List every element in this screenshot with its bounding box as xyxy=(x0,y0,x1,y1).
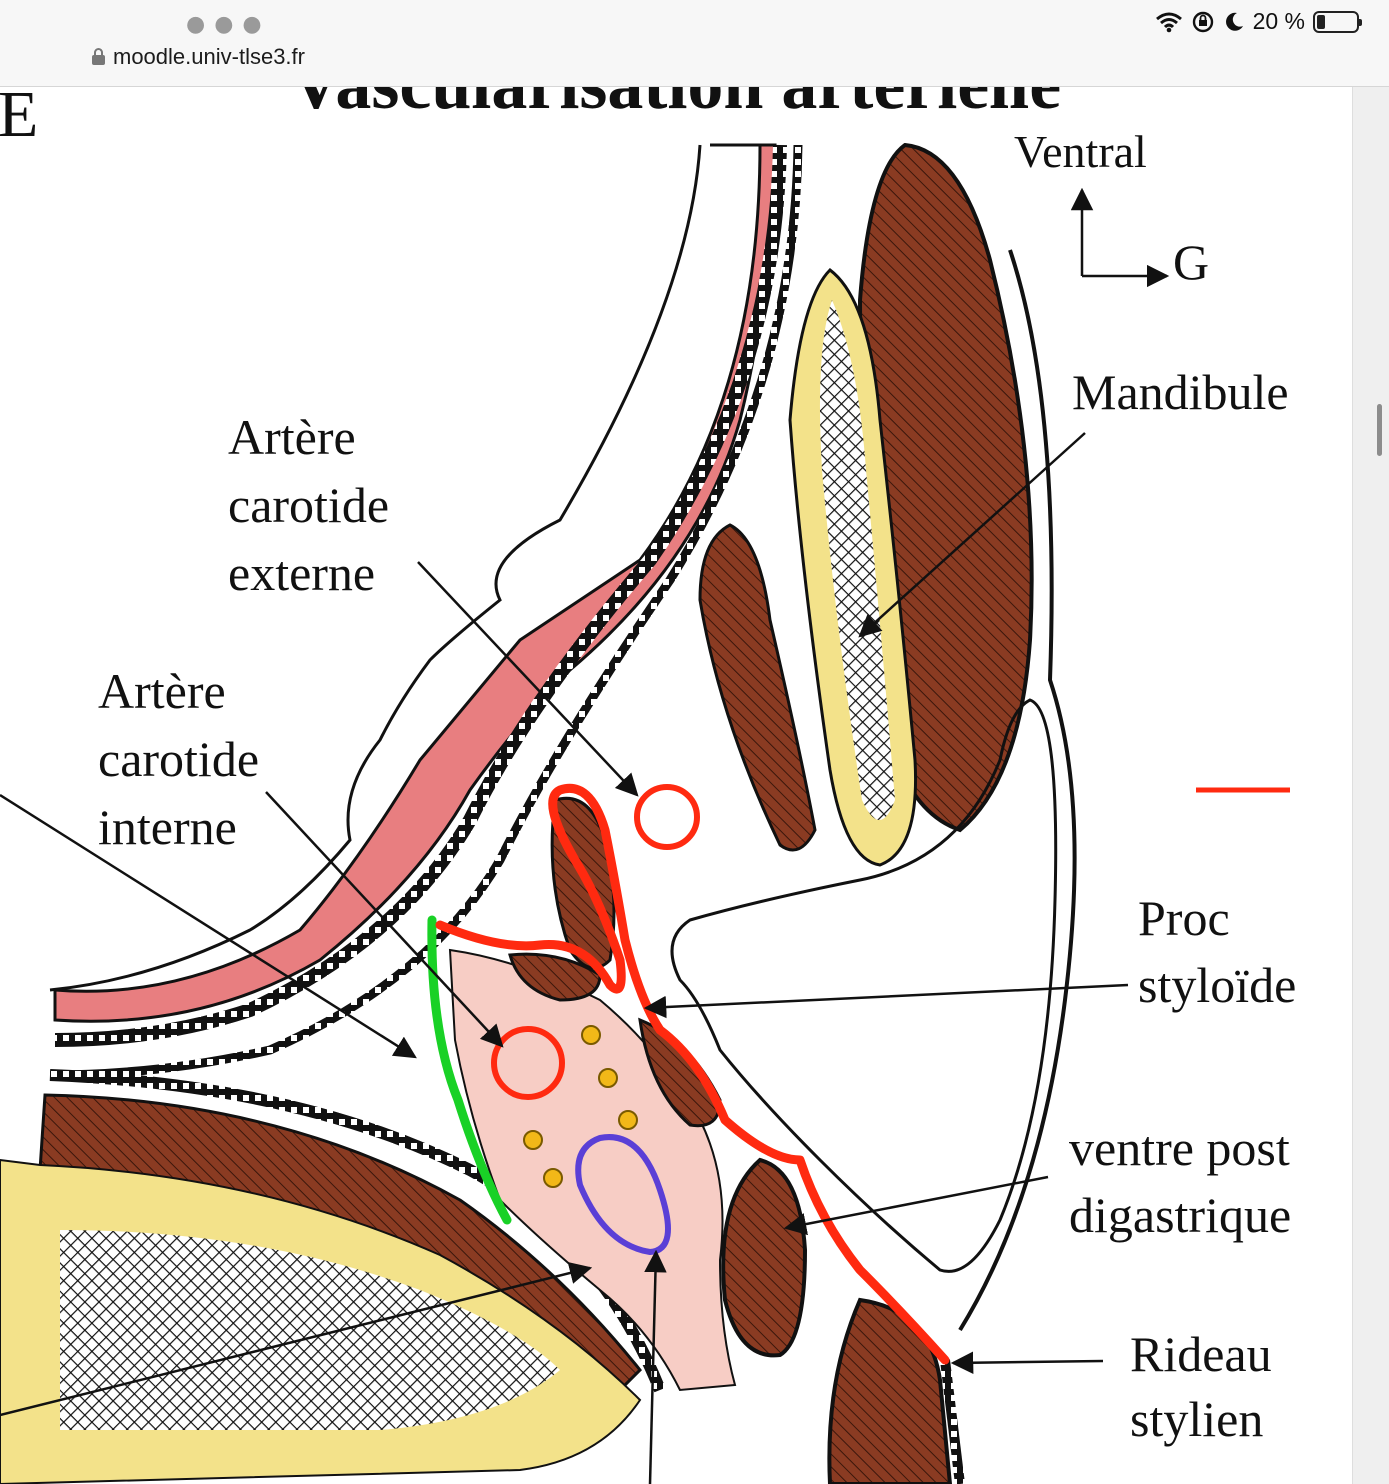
beaded-band xyxy=(54,144,787,1047)
label-rideau-stylien-1: Rideau xyxy=(1130,1326,1272,1382)
label-carotide-interne-3: interne xyxy=(98,799,237,855)
battery-icon xyxy=(1313,10,1362,33)
slide-title: Vascularisation artérielle xyxy=(290,87,1061,126)
label-ventral: Ventral xyxy=(1014,126,1147,177)
scrollbar-thumb[interactable] xyxy=(1377,404,1382,456)
lock-icon xyxy=(92,48,105,65)
battery-percentage: 20 % xyxy=(1252,8,1305,34)
label-carotide-interne-2: carotide xyxy=(98,731,260,787)
pointer-left-edge xyxy=(0,793,417,1059)
outer-contour xyxy=(958,249,1077,1332)
moon-icon xyxy=(1225,12,1243,31)
pointer-ventre-post xyxy=(783,1175,1049,1236)
wifi-icon xyxy=(1155,12,1182,32)
slide-viewport: Vascularisation artérielle E xyxy=(0,87,1352,1484)
mandibule-marrow xyxy=(819,300,895,820)
stylien-curtain xyxy=(940,1359,965,1484)
label-mandibule: Mandibule xyxy=(1072,364,1289,420)
label-proc-styloide-1: Proc xyxy=(1138,890,1230,946)
status-bar: 20 % xyxy=(1155,8,1362,35)
beaded-band-2 xyxy=(49,144,803,1080)
tongue-crosshatch xyxy=(60,1230,560,1430)
battery-level xyxy=(1317,14,1325,29)
green-annotation xyxy=(427,915,512,1225)
pointer-carotide-interne xyxy=(265,791,504,1048)
pharynx-outline xyxy=(49,144,702,992)
label-carotide-externe-2: carotide xyxy=(228,477,390,533)
pointer-proc-styloide xyxy=(643,983,1129,1019)
pointer-carotide-externe xyxy=(417,561,639,797)
scrollbar-track[interactable] xyxy=(1352,87,1389,1484)
pointer-bottom-left xyxy=(0,1261,593,1417)
stylien-muscle xyxy=(827,1297,953,1484)
pointer-mandibule xyxy=(858,432,1086,638)
pointer-bottom xyxy=(644,1249,667,1484)
label-carotide-externe-1: Artère xyxy=(228,409,356,465)
address-bar[interactable]: moodle.univ-tlse3.fr xyxy=(92,44,305,70)
red-annotation-path xyxy=(435,784,950,1365)
carotid-externe-circle xyxy=(634,784,700,850)
label-ventre-post-1: ventre post xyxy=(1069,1120,1290,1176)
url-text: moodle.univ-tlse3.fr xyxy=(113,44,305,69)
styloid-muscle-2 xyxy=(508,952,602,1002)
label-ventre-post-2: digastrique xyxy=(1069,1187,1292,1243)
browser-top-bar: ● ● ● moodle.univ-tlse3.fr 20 % xyxy=(0,0,1389,87)
slide-corner-letter: E xyxy=(0,87,39,151)
anatomy-diagram xyxy=(0,142,1290,1484)
digastric-muscle xyxy=(721,1157,808,1358)
label-rideau-stylien-2: stylien xyxy=(1130,1391,1264,1447)
carotid-interne-circle xyxy=(491,1026,565,1100)
nerve-dots xyxy=(523,1025,638,1188)
label-g: G xyxy=(1173,234,1210,290)
label-carotide-interne-1: Artère xyxy=(98,663,226,719)
more-options-icon[interactable]: ● ● ● xyxy=(186,12,263,37)
label-proc-styloide-2: styloïde xyxy=(1138,957,1297,1013)
label-carotide-externe-3: externe xyxy=(228,545,376,601)
orientation-lock-icon xyxy=(1192,11,1213,32)
pterygoid-muscle xyxy=(698,523,817,852)
pointer-rideau-stylien xyxy=(950,1351,1104,1374)
